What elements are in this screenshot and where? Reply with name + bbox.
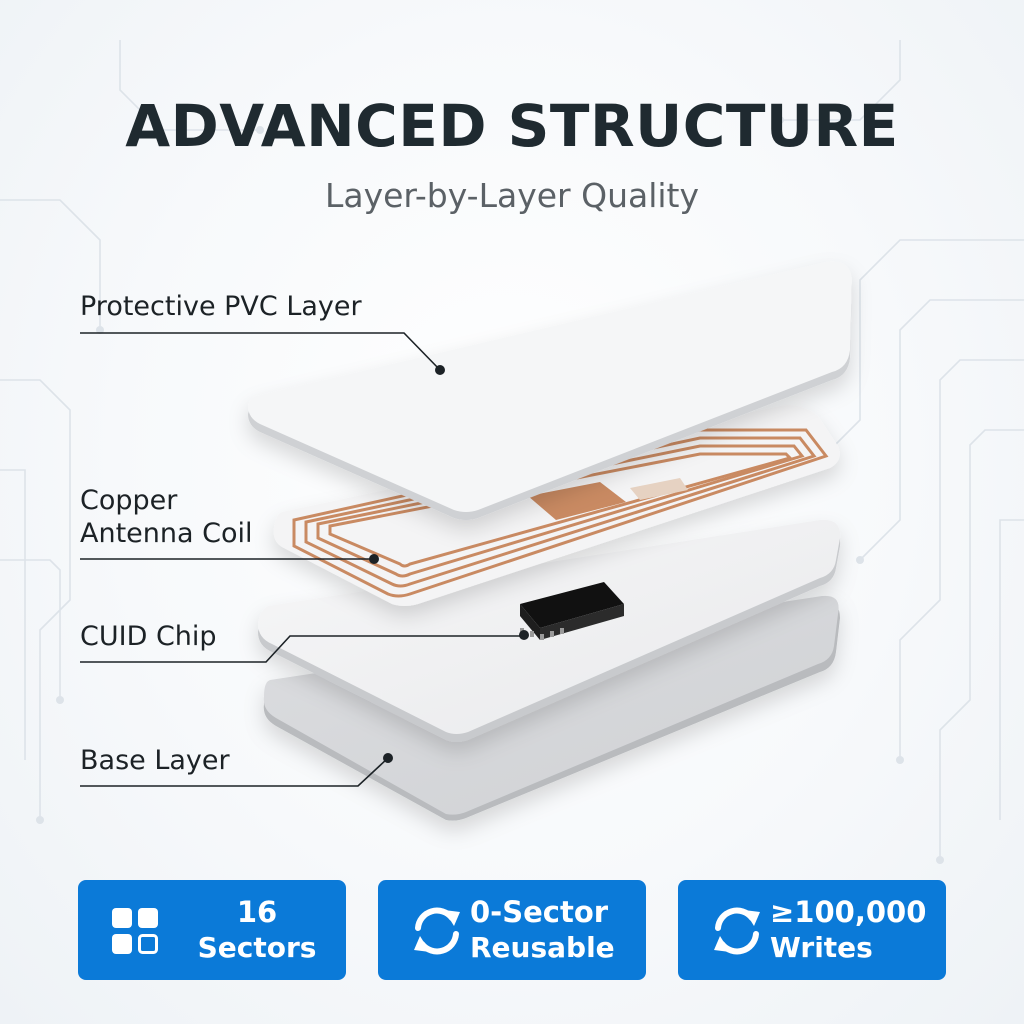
page-subtitle: Layer-by-Layer Quality: [324, 176, 700, 215]
cuid-chip: [520, 582, 624, 640]
feature-caption: Reusable: [470, 931, 615, 964]
protective-pvc-card: [248, 261, 852, 520]
feature-card-sectors: 16 Sectors: [78, 880, 346, 980]
feature-text-writes: ≥100,000 Writes: [770, 894, 940, 966]
feature-caption: Writes: [770, 931, 873, 964]
base-layer-card: [263, 595, 840, 821]
feature-caption: Sectors: [197, 931, 317, 964]
label-base-layer: Base Layer: [80, 745, 230, 776]
leader-dot-base: [383, 753, 393, 763]
feature-value: 0-Sector: [470, 895, 609, 929]
refresh-icon: [714, 907, 760, 955]
feature-text-sectors: 16 Sectors: [172, 894, 342, 966]
feature-cards: 16 Sectors 0-Sector Reusable ≥: [78, 880, 946, 980]
feature-card-writes: ≥100,000 Writes: [678, 880, 946, 980]
leader-line-base: [80, 757, 389, 787]
feature-value: ≥100,000: [770, 895, 927, 929]
copper-antenna-layer: [273, 405, 840, 606]
feature-card-reusable: 0-Sector Reusable: [378, 880, 646, 980]
label-protective-pvc-layer: Protective PVC Layer: [80, 291, 362, 322]
leader-dot-copper: [369, 554, 379, 564]
feature-text-reusable: 0-Sector Reusable: [470, 894, 640, 966]
leader-line-chip: [80, 635, 524, 663]
feature-value: 16: [236, 895, 278, 929]
label-cuid-chip: CUID Chip: [80, 621, 217, 652]
grid-icon: [112, 908, 158, 954]
leader-dot-pvc: [435, 365, 445, 375]
refresh-icon: [414, 907, 460, 955]
label-copper-antenna-coil: Copper Antenna Coil: [80, 485, 253, 549]
leader-dot-chip: [519, 630, 529, 640]
leader-line-pvc: [80, 332, 441, 371]
page-title: ADVANCED STRUCTURE: [125, 92, 899, 160]
